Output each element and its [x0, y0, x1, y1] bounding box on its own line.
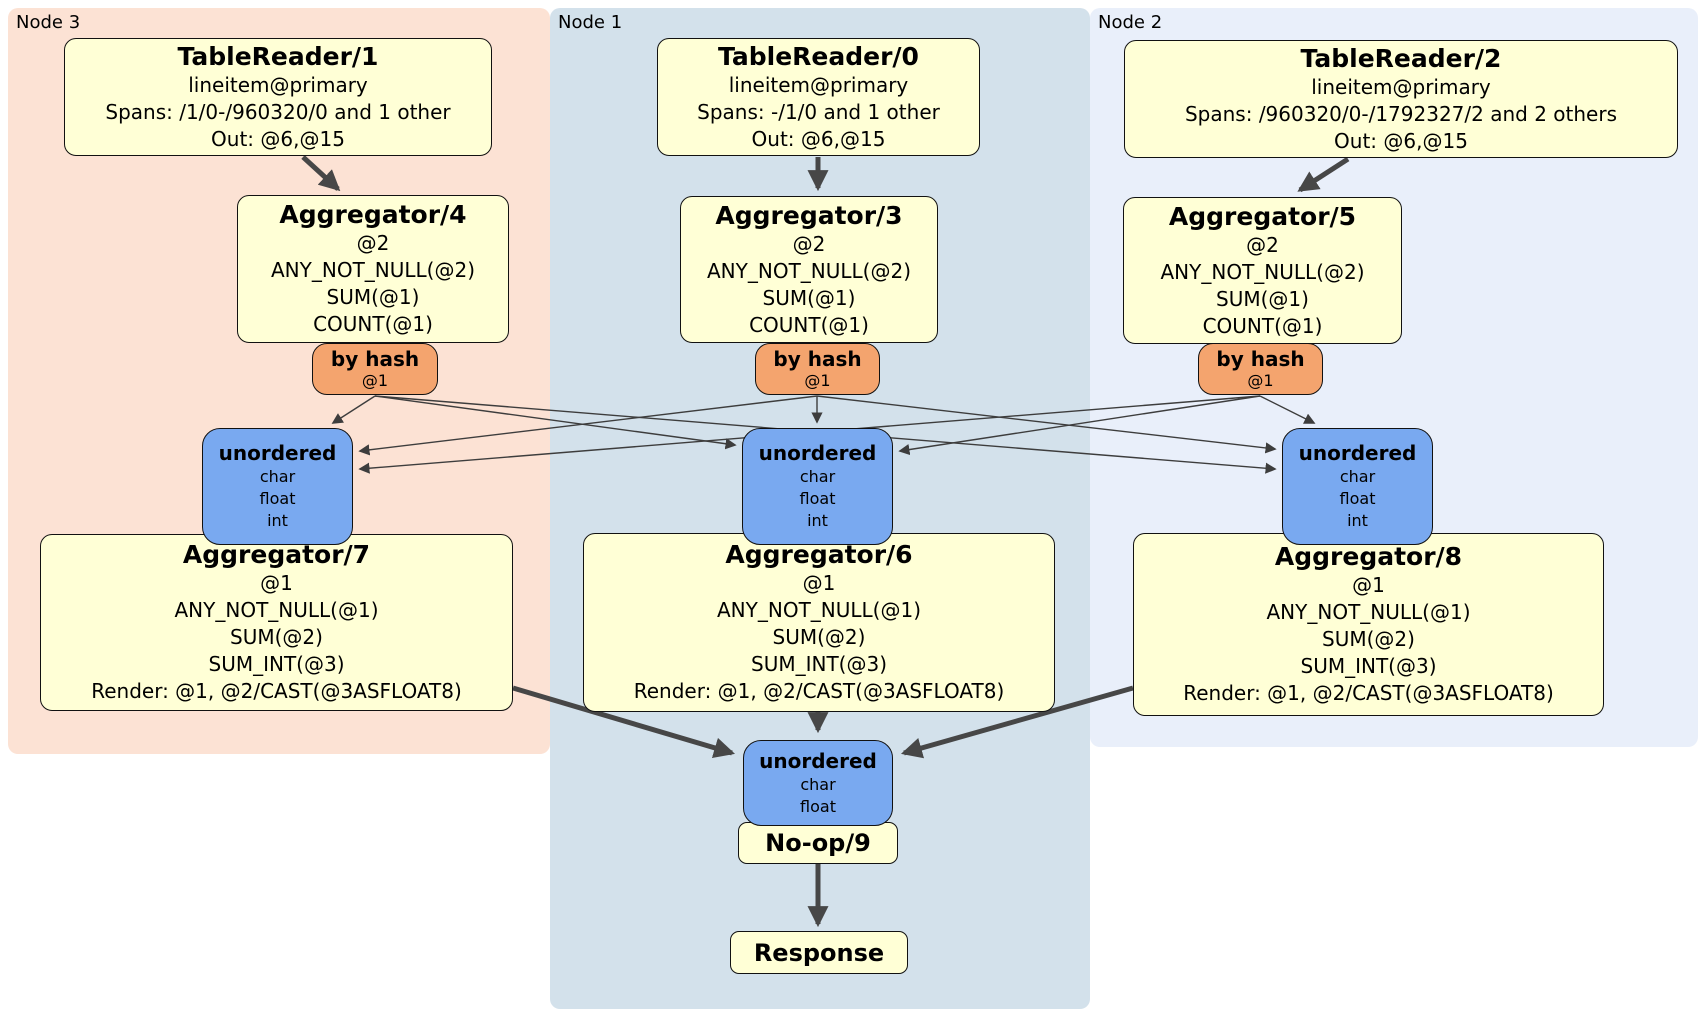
processor-out: Out: @6,@15: [751, 126, 886, 151]
edge-agg7-unordered9: [512, 685, 736, 758]
router-by-hash-3: by hash @1: [755, 343, 880, 395]
processor-agg-fn: ANY_NOT_NULL(@2): [707, 258, 911, 283]
router-title: by hash: [773, 347, 862, 371]
edge-tr1-agg4: [301, 155, 341, 192]
processor-agg-fn: SUM(@1): [1216, 286, 1309, 311]
sync-type: int: [807, 511, 828, 530]
processor-render: Render: @1, @2/CAST(@3ASFLOAT8): [1183, 681, 1554, 705]
router-cols: @1: [361, 371, 389, 390]
processor-aggregator-6: Aggregator/6 @1 ANY_NOT_NULL(@1) SUM(@2)…: [583, 533, 1055, 712]
edge-r3-u8: [816, 395, 1277, 454]
processor-group-cols: @2: [792, 231, 826, 256]
processor-group-cols: @2: [356, 231, 390, 255]
edge-agg8-unordered9: [900, 685, 1134, 759]
panel-label-node2: Node 2: [1098, 12, 1163, 33]
processor-aggregator-8: Aggregator/8 @1 ANY_NOT_NULL(@1) SUM(@2)…: [1133, 533, 1604, 716]
sync-type: float: [799, 489, 836, 508]
sync-type: float: [1339, 489, 1376, 508]
panel-label-node1: Node 1: [558, 12, 623, 33]
processor-agg-fn: COUNT(@1): [313, 312, 433, 336]
edge-r5-u6: [898, 395, 1261, 456]
processor-agg-fn: ANY_NOT_NULL(@1): [174, 598, 379, 622]
edge-r3-u7: [358, 395, 818, 456]
processor-agg-fn: SUM(@2): [1322, 627, 1415, 651]
processor-agg-fn: SUM(@1): [326, 285, 420, 309]
sync-type: char: [1339, 467, 1376, 486]
processor-agg-fn: SUM(@2): [230, 625, 323, 649]
processor-group-cols: @1: [802, 571, 836, 595]
processor-group-cols: @1: [260, 571, 293, 595]
sync-unordered-6: unordered char float int: [742, 428, 893, 545]
sync-type: char: [799, 467, 836, 486]
processor-title: Aggregator/5: [1168, 201, 1357, 231]
processor-group-cols: @2: [1246, 232, 1279, 257]
edge-r4-u7: [331, 395, 376, 424]
processor-out: Out: @6,@15: [211, 126, 345, 151]
processor-render: Render: @1, @2/CAST(@3ASFLOAT8): [91, 679, 462, 703]
edge-r5-u8: [1259, 395, 1316, 424]
processor-title: Aggregator/3: [715, 200, 903, 230]
processor-title: TableReader/1: [177, 41, 379, 71]
sync-title: unordered: [218, 441, 337, 465]
sync-unordered-7: unordered char float int: [202, 428, 353, 545]
processor-aggregator-3: Aggregator/3 @2 ANY_NOT_NULL(@2) SUM(@1)…: [680, 196, 938, 343]
router-by-hash-4: by hash @1: [312, 343, 438, 395]
processor-aggregator-5: Aggregator/5 @2 ANY_NOT_NULL(@2) SUM(@1)…: [1123, 197, 1402, 344]
processor-agg-fn: SUM(@2): [772, 625, 866, 649]
panel-label-node3: Node 3: [16, 12, 81, 33]
processor-index: lineitem@primary: [728, 72, 909, 97]
sync-type: float: [800, 796, 836, 816]
router-title: by hash: [330, 347, 420, 371]
edge-tr2-agg5: [1297, 156, 1350, 193]
processor-agg-fn: SUM_INT(@3): [208, 652, 345, 676]
router-title: by hash: [1216, 347, 1305, 371]
sync-type: int: [1347, 511, 1368, 530]
processor-spans: Spans: /960320/0-/1792327/2 and 2 others: [1184, 101, 1617, 126]
processor-agg-fn: ANY_NOT_NULL(@2): [271, 258, 475, 282]
processor-agg-fn: SUM(@1): [762, 285, 856, 310]
processor-tablereader-0: TableReader/0 lineitem@primary Spans: -/…: [657, 38, 980, 156]
processor-aggregator-4: Aggregator/4 @2 ANY_NOT_NULL(@2) SUM(@1)…: [237, 195, 509, 343]
processor-out: Out: @6,@15: [1334, 128, 1468, 153]
processor-aggregator-7: Aggregator/7 @1 ANY_NOT_NULL(@1) SUM(@2)…: [40, 534, 513, 711]
sync-type: char: [800, 774, 836, 794]
processor-index: lineitem@primary: [1311, 74, 1491, 99]
processor-index: lineitem@primary: [188, 72, 368, 97]
sync-type: int: [267, 511, 288, 530]
processor-group-cols: @1: [1352, 573, 1385, 597]
sync-type: float: [259, 489, 296, 508]
processor-agg-fn: ANY_NOT_NULL(@1): [1266, 600, 1471, 624]
processor-noop-9: No-op/9: [738, 822, 898, 864]
sync-unordered-8: unordered char float int: [1282, 428, 1433, 545]
sync-title: unordered: [758, 441, 877, 465]
processor-title: TableReader/0: [718, 41, 919, 71]
processor-agg-fn: ANY_NOT_NULL(@1): [717, 598, 921, 622]
processor-agg-fn: COUNT(@1): [1202, 313, 1323, 338]
sync-type: char: [259, 467, 296, 486]
processor-title: Aggregator/4: [279, 200, 467, 229]
edge-r4-u6: [374, 395, 737, 450]
processor-agg-fn: ANY_NOT_NULL(@2): [1160, 259, 1365, 284]
processor-agg-fn: SUM_INT(@3): [751, 652, 887, 676]
processor-tablereader-2: TableReader/2 lineitem@primary Spans: /9…: [1124, 40, 1678, 158]
processor-spans: Spans: -/1/0 and 1 other: [697, 99, 940, 124]
processor-title: No-op/9: [765, 829, 871, 857]
processor-spans: Spans: /1/0-/960320/0 and 1 other: [105, 99, 451, 124]
processor-agg-fn: COUNT(@1): [749, 312, 869, 337]
router-cols: @1: [804, 371, 831, 390]
processor-agg-fn: SUM_INT(@3): [1300, 654, 1437, 678]
response-title: Response: [753, 938, 885, 967]
processor-title: Aggregator/8: [1274, 542, 1463, 571]
sync-unordered-final: unordered char float: [743, 740, 893, 826]
router-cols: @1: [1247, 371, 1274, 390]
processor-render: Render: @1, @2/CAST(@3ASFLOAT8): [633, 679, 1005, 703]
sync-title: unordered: [759, 748, 877, 773]
processor-tablereader-1: TableReader/1 lineitem@primary Spans: /1…: [64, 38, 492, 156]
router-by-hash-5: by hash @1: [1198, 343, 1323, 395]
response-box: Response: [730, 931, 908, 974]
sync-title: unordered: [1298, 441, 1417, 465]
processor-title: TableReader/2: [1300, 43, 1502, 73]
